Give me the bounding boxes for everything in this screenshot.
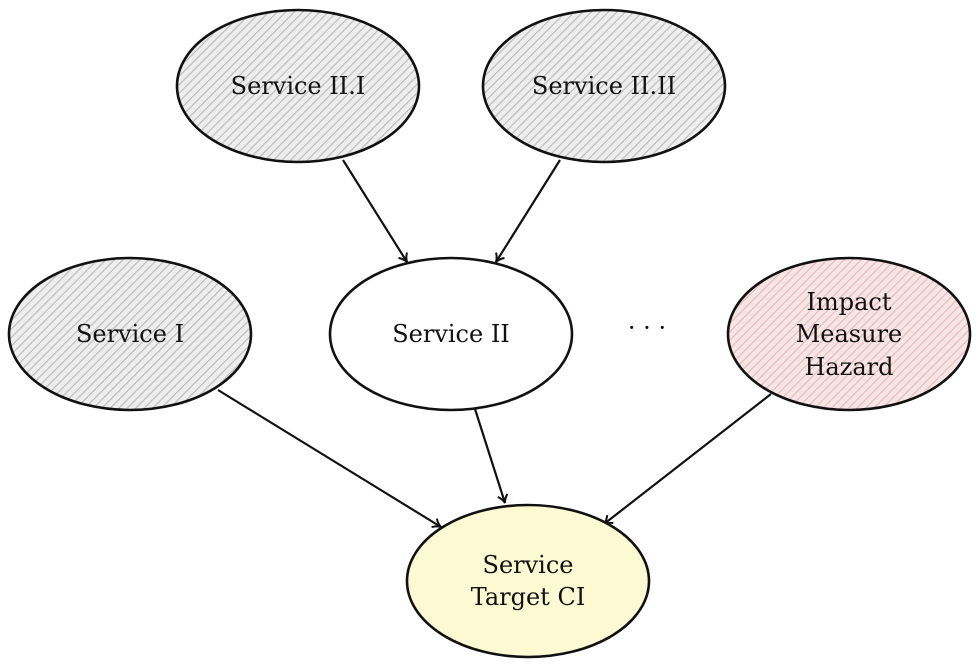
node-service-2-label: Service II	[392, 320, 510, 348]
node-service-2-1-label: Service II.I	[231, 72, 366, 100]
node-service-target-ci: Service Target CI	[405, 503, 651, 659]
node-service-2-2-label: Service II.II	[532, 72, 676, 100]
edge-service-2-to-target	[473, 408, 509, 504]
node-target-shape	[405, 503, 651, 659]
node-service-2-shape	[328, 256, 574, 412]
node-impact-label-line-2: Measure	[796, 320, 903, 348]
node-impact-shape	[726, 256, 972, 412]
node-impact-label-line-1: Impact	[807, 288, 892, 316]
edge-service-1-to-target	[217, 389, 442, 529]
node-service-1-label: Service I	[76, 320, 184, 348]
node-target-label-line-1: Service	[483, 551, 574, 579]
edge-service-2-1-to-service-2	[342, 159, 408, 263]
node-service-2-2: Service II.II	[481, 8, 727, 164]
node-service-1: Service I	[7, 256, 253, 412]
node-impact-label-line-3: Hazard	[804, 353, 893, 381]
edge-impact-to-target	[603, 393, 772, 525]
node-service-2: Service II	[328, 256, 574, 412]
node-service-2-2-shape	[481, 8, 727, 164]
node-service-2-1-shape	[175, 8, 421, 164]
edge-service-2-2-to-service-2	[495, 159, 561, 263]
node-service-2-1: Service II.I	[175, 8, 421, 164]
node-target-label-line-2: Target CI	[471, 583, 586, 611]
more-nodes-ellipsis: · · ·	[628, 314, 666, 342]
node-impact-measure-hazard: Impact Measure Hazard	[726, 256, 972, 412]
node-service-1-shape	[7, 256, 253, 412]
